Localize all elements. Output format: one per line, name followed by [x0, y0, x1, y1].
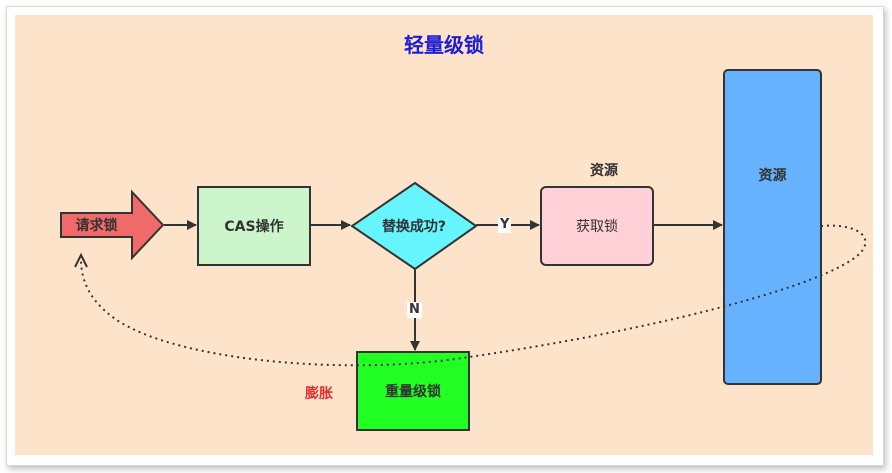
replace-success-label: 替换成功?: [381, 219, 447, 235]
edge-label-no: N: [407, 302, 422, 318]
diagram-shapes: [60, 69, 867, 431]
edge-label-yes: Y: [498, 217, 512, 233]
inflate-arrow-head: [74, 252, 88, 268]
inflate-label: 膨胀: [305, 386, 333, 402]
acquire-lock-label: 获取锁: [576, 219, 618, 235]
diagram-frame: 轻量级锁: [6, 6, 884, 466]
request-lock-label: 请求锁: [75, 218, 118, 234]
diagram-title: 轻量级锁: [404, 33, 484, 57]
heavyweight-lock-label: 重量级锁: [385, 384, 441, 400]
resource-bar: [723, 69, 822, 385]
resource-caption: 资源: [590, 163, 618, 179]
cas-operation-label: CAS操作: [224, 219, 284, 235]
cas-operation-box: [197, 186, 311, 266]
diagram-canvas: 轻量级锁: [15, 15, 873, 455]
resource-label: 资源: [758, 168, 787, 184]
request-lock-arrow-shape: [60, 189, 165, 261]
